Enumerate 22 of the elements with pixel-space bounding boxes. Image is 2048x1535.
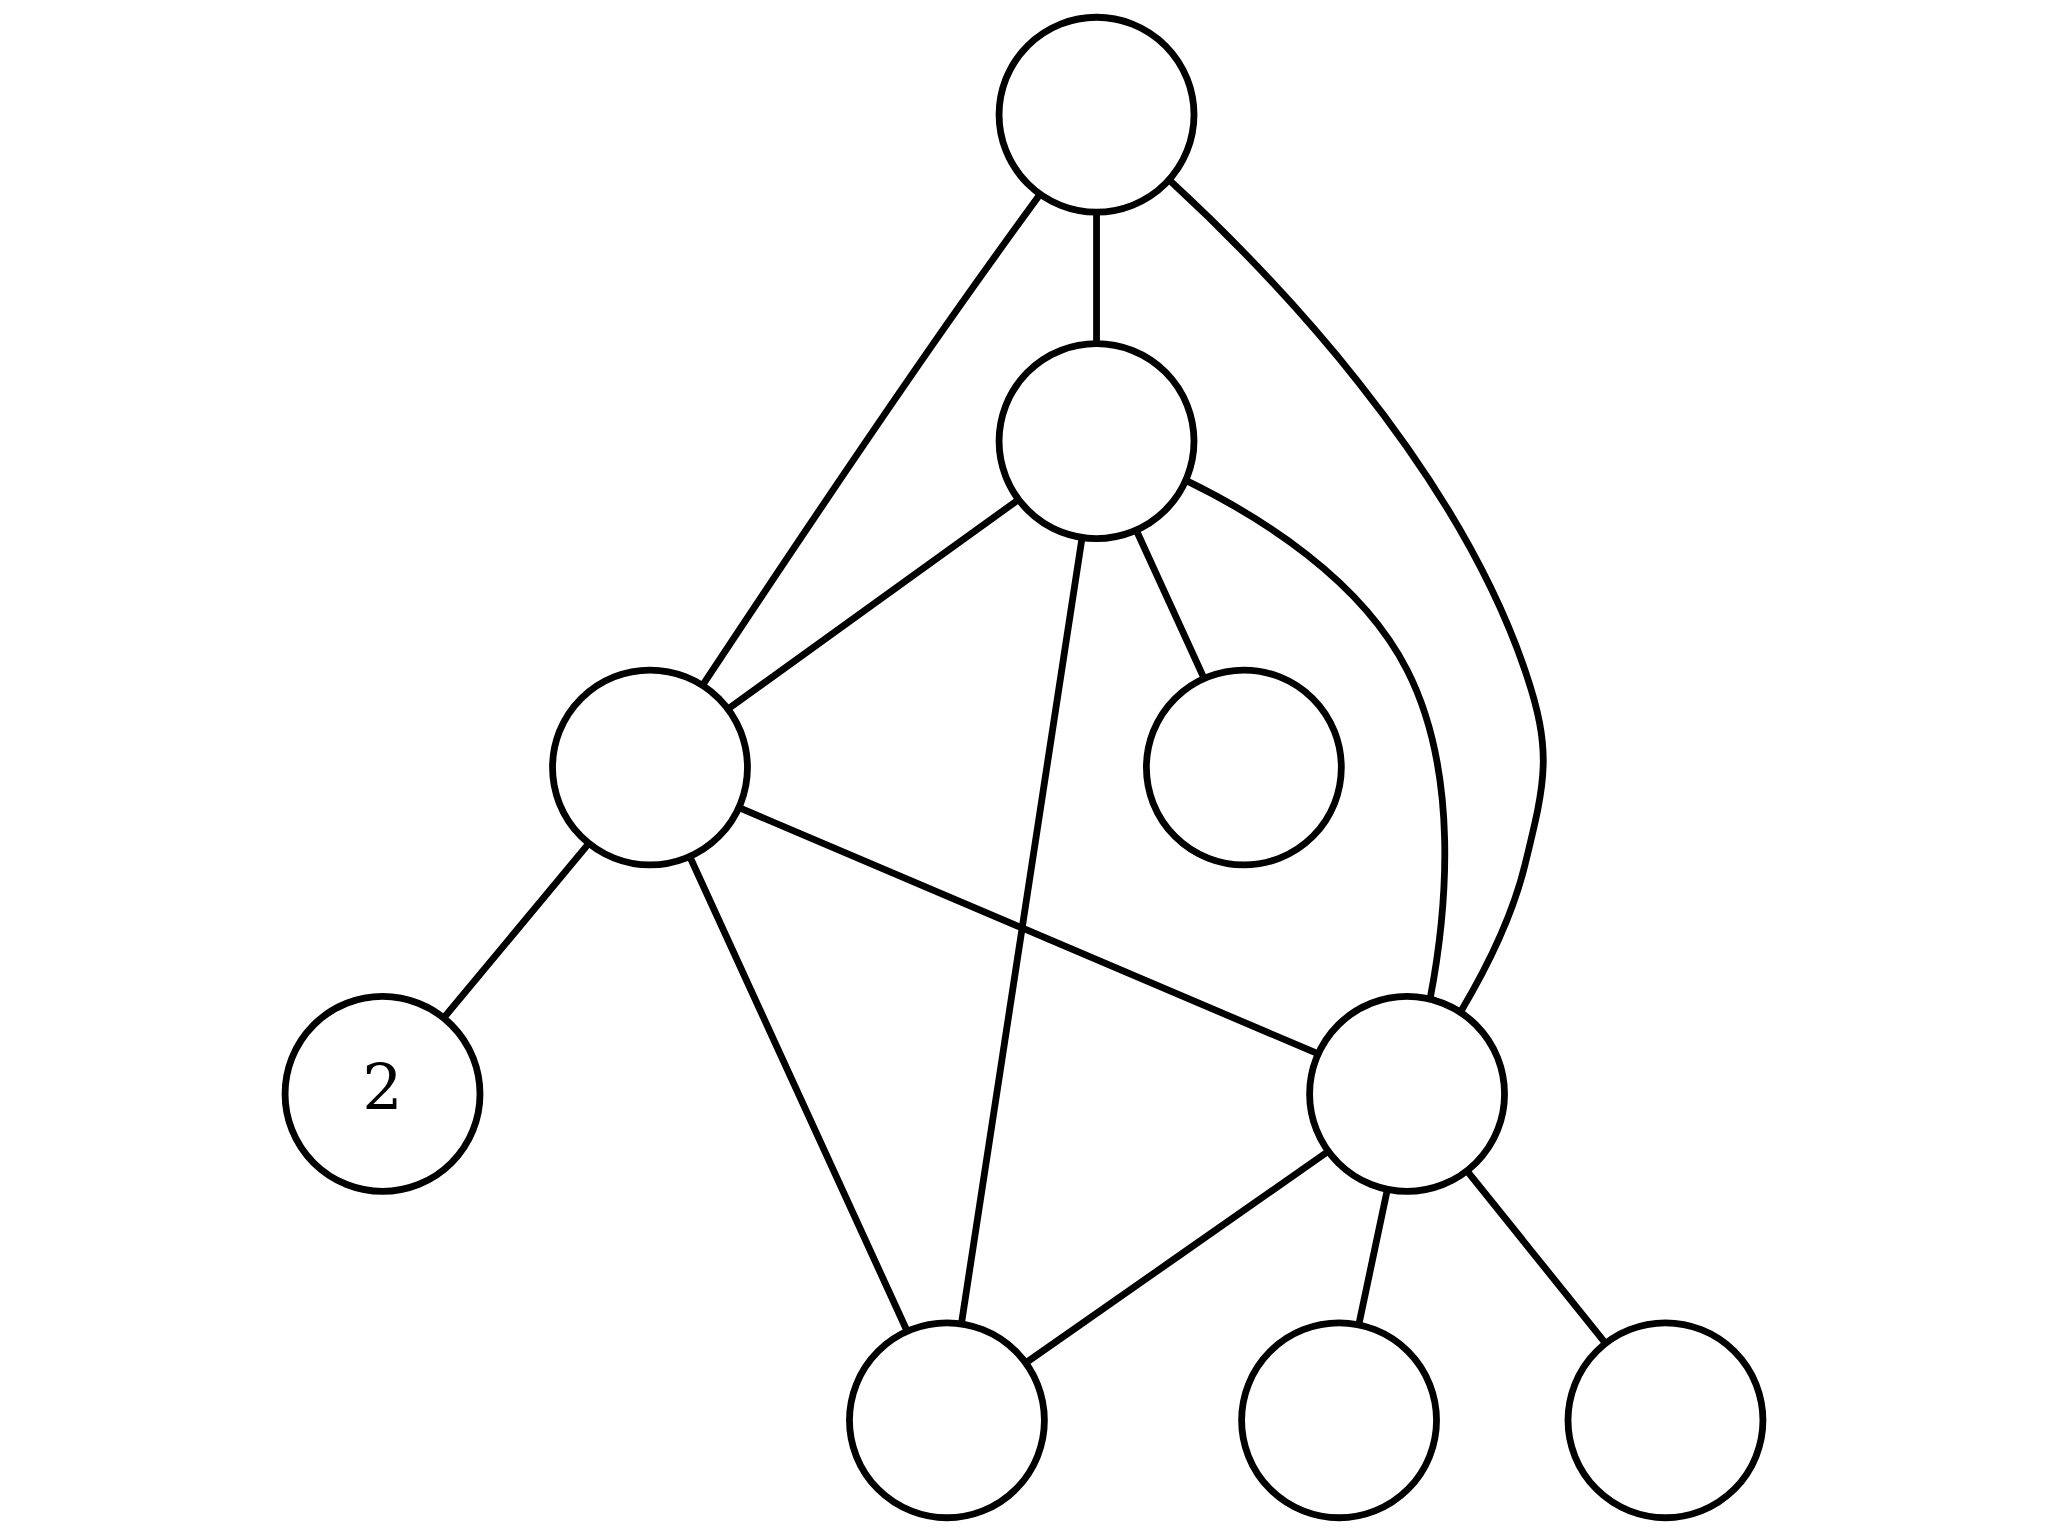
connector xyxy=(958,537,1086,1325)
connector xyxy=(700,192,1043,687)
node-circle xyxy=(549,666,751,869)
connector xyxy=(1184,477,1449,1000)
node-circle xyxy=(995,13,1198,216)
connector xyxy=(1023,1148,1330,1366)
node-circle xyxy=(995,340,1198,542)
node-circle: 2 xyxy=(281,993,484,1195)
node-circle xyxy=(846,1319,1048,1522)
connector xyxy=(1093,212,1100,343)
connector xyxy=(1133,529,1208,680)
connector xyxy=(686,855,911,1333)
connector xyxy=(1355,1189,1391,1326)
node-circle xyxy=(1238,1319,1440,1522)
connector xyxy=(737,804,1320,1057)
connector xyxy=(726,497,1020,712)
node-circle xyxy=(1306,993,1508,1195)
connector xyxy=(1167,177,1547,1014)
node-circle xyxy=(1564,1319,1767,1522)
connector xyxy=(1464,1168,1608,1345)
connector xyxy=(441,841,592,1020)
node-circle xyxy=(1143,666,1345,869)
